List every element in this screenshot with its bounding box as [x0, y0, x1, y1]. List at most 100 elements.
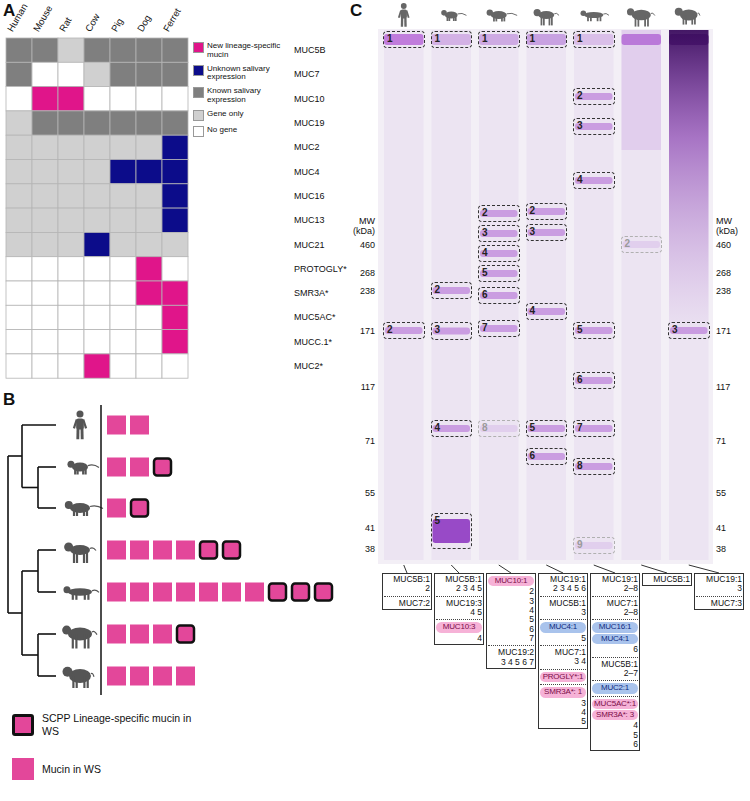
lane-list-box: MUC5B:1 — [642, 573, 692, 586]
gel-lane — [384, 30, 424, 560]
band-box: 1 — [431, 31, 473, 48]
heatmap-cell — [136, 257, 162, 281]
band-box: 7 — [573, 420, 615, 437]
mucin-square — [107, 667, 126, 686]
column-label: Ferret — [162, 7, 184, 34]
mucin-band-list: MUC7:1 3 4 — [555, 648, 586, 667]
figure-shape — [76, 410, 83, 417]
heatmap-cell — [58, 232, 84, 256]
leader-lines — [404, 565, 719, 573]
axis-tick: 238 — [360, 286, 375, 296]
lane-list-box: MUC5B:1 2MUC7:2 — [382, 573, 432, 610]
band-box: 5 — [478, 265, 520, 282]
species-icons — [62, 410, 103, 688]
heatmap-cell — [84, 330, 110, 354]
heatmap-cell — [84, 208, 110, 232]
highlight-pill: MUC16:1 — [592, 622, 638, 632]
figure-shape — [76, 550, 78, 563]
heatmap-cell — [58, 330, 84, 354]
mucin-square — [200, 542, 217, 559]
heatmap-cell — [162, 232, 188, 256]
mucin-square — [107, 416, 126, 435]
band-box: 5 — [431, 513, 473, 549]
heatmap-cell — [32, 354, 58, 378]
band-number: 2 — [435, 284, 469, 295]
mucin-name: MUC16:1 — [599, 622, 631, 631]
gel-band — [479, 34, 519, 45]
heatmap-cell — [110, 257, 136, 281]
mucin-name: MUC4:1 — [549, 622, 577, 631]
axis-tick: 117 — [361, 382, 375, 392]
heatmap-cell — [162, 354, 188, 378]
tree-branch — [22, 654, 38, 656]
mucin-square — [107, 458, 126, 477]
separator-line — [592, 596, 638, 597]
animal-icon — [534, 9, 559, 25]
column-label: Mouse — [32, 4, 56, 34]
tree-branch — [38, 466, 56, 468]
band-box: 1 — [478, 31, 520, 48]
band-number: 1 — [387, 33, 421, 44]
mucin-name: MUC4:1 — [601, 634, 629, 643]
figure-shape — [635, 15, 637, 27]
figure-shape — [590, 15, 592, 21]
mucin-square — [153, 667, 172, 686]
axis-tick: 171 — [716, 326, 731, 336]
mucin-name: SMR3A*: 3 — [596, 710, 634, 719]
figure-shape — [493, 15, 495, 21]
heatmap-cell — [110, 160, 136, 184]
highlight-pill: MUC4:1 — [592, 634, 638, 644]
heatmap-cell — [136, 160, 162, 184]
highlight-pill: MUC10:1 — [488, 576, 534, 586]
mucin-square — [107, 583, 126, 602]
row-label: MUC4 — [294, 166, 320, 176]
band-box: 8 — [478, 420, 520, 437]
figure-shape — [87, 592, 89, 600]
figure-shape — [84, 467, 86, 475]
figure-shape — [64, 543, 73, 552]
heatmap-cell — [110, 232, 136, 256]
gel-band — [432, 34, 472, 45]
heatmap-cell — [32, 208, 58, 232]
mucin-square — [269, 584, 286, 601]
figure-shape — [62, 626, 71, 635]
tree-branch — [8, 455, 22, 457]
figure-shape — [501, 15, 503, 21]
mucin-square — [154, 459, 171, 476]
figure-shape — [448, 15, 450, 21]
heatmap-cell — [84, 305, 110, 329]
legend-swatch — [12, 758, 34, 780]
axis-tick: 41 — [365, 523, 375, 533]
gel-lane — [479, 30, 519, 560]
heatmap-cell — [32, 184, 58, 208]
figure-shape — [691, 15, 693, 25]
row-label: MUC5AC* — [294, 312, 336, 322]
band-number: 5 — [530, 422, 564, 433]
figure-shape — [581, 10, 587, 16]
leader-line — [546, 565, 563, 573]
mucin-band-list: 4 — [477, 634, 482, 643]
highlight-pill: MUC10:3 — [436, 622, 482, 632]
leader-line — [499, 565, 511, 573]
figure-shape — [549, 15, 551, 25]
row-label: SMR3A* — [294, 288, 329, 298]
figure-shape — [84, 634, 86, 649]
mucin-band-list: MUC19:1 3 — [706, 575, 742, 594]
heatmap-cell — [162, 330, 188, 354]
mucin-band-list: MUC5B:1 2 3 4 5 — [445, 575, 482, 594]
heatmap-cell — [136, 184, 162, 208]
figure-shape — [73, 550, 75, 563]
animal-icon — [441, 10, 466, 21]
figure-shape — [453, 15, 455, 21]
heatmap-cell — [32, 160, 58, 184]
axis-tick: 71 — [716, 436, 726, 446]
band-box: 8 — [573, 458, 615, 475]
mucin-square — [107, 625, 126, 644]
band-box: 4 — [431, 420, 473, 437]
phylogenetic-tree — [8, 425, 56, 676]
animal-icon — [62, 626, 97, 649]
mucin-square — [131, 500, 148, 517]
animal-icon — [64, 543, 96, 564]
legend-text: No gene — [207, 126, 237, 135]
figure-shape — [541, 15, 543, 25]
